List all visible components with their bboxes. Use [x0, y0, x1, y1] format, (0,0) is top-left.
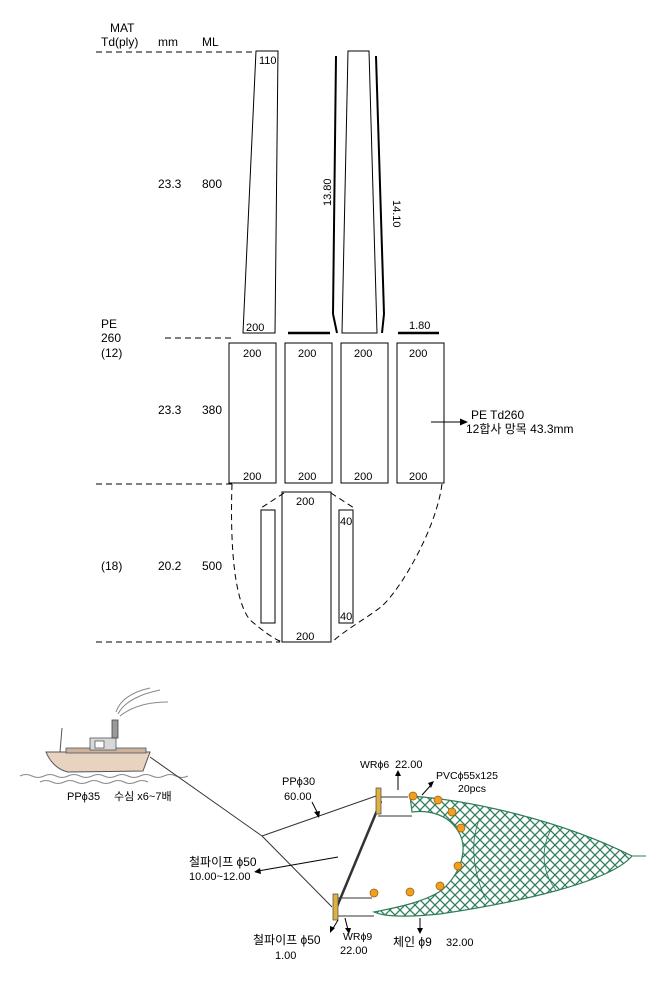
mid-panel-2-top: 200	[298, 348, 316, 360]
rope-length-label: 1.80	[409, 320, 430, 332]
mid-mm: 23.3	[158, 403, 182, 417]
trawl-net-body	[372, 795, 633, 917]
float-icon	[369, 791, 466, 898]
mid-panel-3	[340, 342, 389, 484]
upper-wire-length: 22.00	[395, 759, 423, 771]
cod-bottom-label: 200	[296, 631, 314, 643]
mid-panel-4	[396, 342, 445, 484]
warp-depth-label: 수심 x6~7배	[114, 790, 172, 803]
bottom-ply: (18)	[101, 559, 122, 573]
beam-length-label: 10.00~12.00	[189, 871, 250, 883]
mid-panel-2	[284, 342, 333, 484]
mid-ply: (12)	[101, 346, 122, 360]
section-dividers	[96, 51, 280, 643]
taper-panel	[242, 50, 279, 334]
lower-beam-post	[332, 893, 339, 921]
bridle-label: PPϕ30	[282, 776, 315, 788]
side-line-b-foot	[381, 313, 385, 334]
mid-panel-4-bottom: 200	[409, 471, 427, 483]
mid-ml: 380	[202, 403, 222, 417]
annotation-arrowheads	[254, 770, 434, 934]
upper-beam-post	[375, 787, 382, 815]
bottom-mm: 20.2	[158, 559, 182, 573]
lower-wire-length: 22.00	[340, 945, 368, 957]
cod-left-strip	[260, 509, 276, 624]
top-mm: 23.3	[158, 177, 182, 191]
header-mm: mm	[158, 35, 178, 49]
top-ml: 800	[202, 177, 222, 191]
water-surface	[19, 774, 189, 784]
mid-panel-1	[228, 342, 277, 484]
mid-panel-1-top: 200	[243, 348, 261, 360]
floats-count: 20pcs	[458, 783, 486, 795]
side-line-b	[375, 55, 385, 315]
codend-outline	[231, 483, 443, 643]
bottom-ml: 500	[202, 559, 222, 573]
mid-mat: PE	[101, 317, 117, 331]
center-strip-panel	[341, 50, 378, 334]
rigging-lines	[149, 756, 412, 917]
side-len-a-label: 13.80	[322, 178, 334, 206]
mid-td: 260	[101, 331, 121, 345]
material-note-line1: PE Td260	[471, 408, 524, 422]
cod-right-strip	[338, 509, 354, 624]
mid-panel-3-bottom: 200	[354, 471, 372, 483]
bridle-length-label: 60.00	[284, 791, 312, 803]
material-note-line2: 12합사 망목 43.3mm	[466, 422, 574, 436]
header-ml: ML	[202, 35, 219, 49]
header-mat: MAT	[110, 21, 135, 35]
lower-wire-label: WRϕ9	[343, 931, 372, 943]
cod-top-label: 200	[296, 496, 314, 508]
upper-wire-label: WRϕ6	[360, 759, 389, 771]
side-len-b-label: 14.10	[390, 200, 402, 228]
boat-icon	[45, 687, 169, 773]
mid-panel-3-top: 200	[354, 348, 372, 360]
taper-top-label: 110	[259, 55, 277, 67]
lower-pipe-label: 철파이프 ϕ50	[253, 933, 321, 947]
side-strip-bottom-label: 40	[340, 611, 352, 623]
side-line-a-foot	[332, 313, 338, 334]
mid-panel-2-bottom: 200	[298, 471, 316, 483]
side-line-a	[332, 55, 337, 315]
side-strip-top-label: 40	[340, 516, 352, 528]
chain-label: 체인 ϕ9	[393, 935, 432, 949]
floats-label: PVCϕ55x125	[436, 770, 498, 782]
header-td: Td(ply)	[101, 35, 138, 49]
beam-pipe-label: 철파이프 ϕ50	[189, 855, 257, 869]
mid-panel-4-top: 200	[409, 348, 427, 360]
chain-length: 32.00	[446, 937, 474, 949]
taper-bottom-label: 200	[246, 322, 264, 334]
cod-center-panel	[281, 491, 332, 643]
trawl-net-rings	[473, 817, 557, 901]
lower-pipe-length: 1.00	[275, 950, 296, 962]
material-arrow-head	[460, 418, 468, 426]
mid-panel-1-bottom: 200	[243, 471, 261, 483]
warp-label: PPϕ35	[67, 791, 100, 803]
